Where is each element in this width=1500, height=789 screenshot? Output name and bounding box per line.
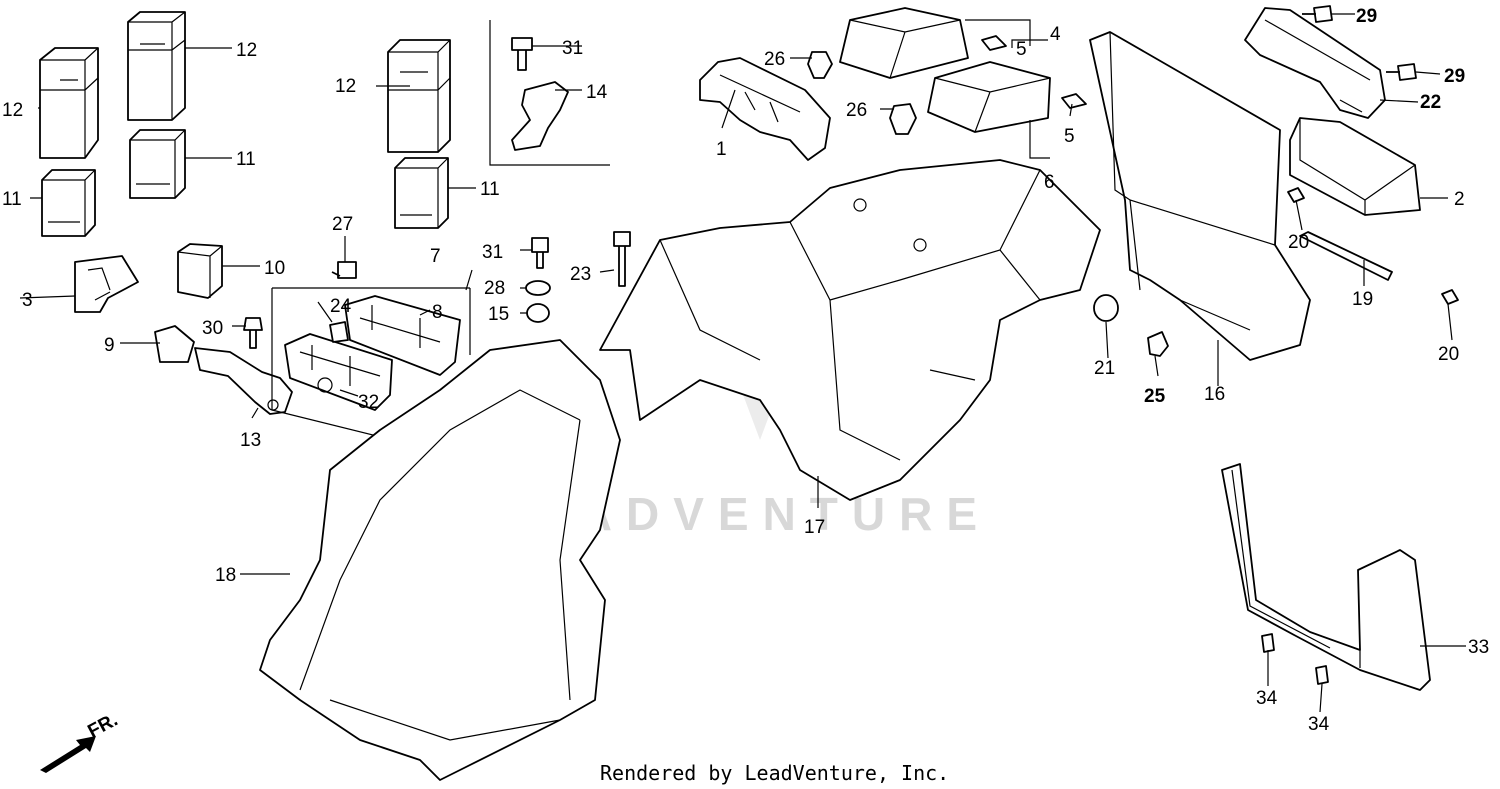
clip-20-lower[interactable] bbox=[1441, 289, 1459, 305]
inner-fender-18[interactable] bbox=[259, 339, 621, 781]
fuse-box-group-7 bbox=[271, 287, 471, 439]
callout-16: 16 bbox=[1204, 384, 1225, 405]
cap-15[interactable] bbox=[526, 303, 550, 323]
callout-1: 1 bbox=[716, 139, 727, 160]
callout-8: 8 bbox=[432, 302, 443, 323]
callout-7: 7 bbox=[430, 246, 441, 267]
bolt-31[interactable] bbox=[531, 237, 549, 269]
leader-lines bbox=[19, 13, 1466, 713]
callout-10: 10 bbox=[264, 258, 285, 279]
connector-9[interactable] bbox=[154, 325, 195, 363]
washer-34-right[interactable] bbox=[1315, 665, 1329, 685]
callout-21: 21 bbox=[1094, 358, 1115, 379]
panel-16[interactable] bbox=[1089, 31, 1311, 361]
callout-11-left: 11 bbox=[2, 189, 22, 210]
callout-29-top: 29 bbox=[1356, 6, 1377, 27]
callout-6: 6 bbox=[1044, 172, 1055, 193]
bolt-29-mid[interactable] bbox=[1386, 63, 1417, 81]
bolt-31-inset[interactable] bbox=[511, 37, 533, 71]
callout-11-right: 11 bbox=[236, 149, 256, 170]
callout-5-lower: 5 bbox=[1064, 126, 1075, 147]
clip-25[interactable] bbox=[1147, 331, 1169, 357]
callout-26-upper: 26 bbox=[764, 49, 785, 70]
callout-27: 27 bbox=[332, 214, 353, 235]
callout-11-mid: 11 bbox=[480, 179, 500, 200]
ecu-4[interactable] bbox=[839, 7, 969, 79]
callout-12-mid: 12 bbox=[335, 76, 356, 97]
fuse-block-32[interactable] bbox=[284, 333, 393, 411]
washer-34-left[interactable] bbox=[1261, 633, 1275, 653]
bracket-1[interactable] bbox=[699, 57, 831, 161]
callout-12-left: 12 bbox=[2, 100, 23, 121]
cushion-5-lower[interactable] bbox=[1061, 93, 1087, 109]
callout-5-upper: 5 bbox=[1016, 39, 1027, 60]
clamp-14[interactable] bbox=[511, 81, 569, 151]
ecu-6[interactable] bbox=[927, 61, 1051, 133]
front-direction-arrow: FR. bbox=[40, 710, 121, 773]
callout-34-right: 34 bbox=[1308, 714, 1330, 735]
guard-33[interactable] bbox=[1221, 463, 1431, 691]
bolt-23[interactable] bbox=[613, 231, 631, 287]
relay-12-left[interactable] bbox=[39, 47, 99, 159]
bolt-29-top[interactable] bbox=[1302, 5, 1333, 23]
callout-20-lower: 20 bbox=[1438, 344, 1459, 365]
bolt-30[interactable] bbox=[243, 317, 263, 349]
fuse-box-8[interactable] bbox=[344, 295, 461, 376]
relay-10[interactable] bbox=[177, 243, 223, 299]
callout-25: 25 bbox=[1144, 386, 1166, 407]
tail-housing-2[interactable] bbox=[1289, 117, 1421, 216]
callout-3: 3 bbox=[22, 290, 33, 311]
bolt-27[interactable] bbox=[331, 261, 357, 279]
clip-26-lower[interactable] bbox=[889, 103, 917, 135]
clip-26-upper[interactable] bbox=[807, 51, 833, 79]
callout-23: 23 bbox=[570, 264, 591, 285]
screw-24[interactable] bbox=[329, 321, 349, 343]
callout-13: 13 bbox=[240, 430, 261, 451]
callout-31-inset: 31 bbox=[562, 38, 583, 59]
callout-2: 2 bbox=[1454, 189, 1465, 210]
bracket-22[interactable] bbox=[1244, 7, 1386, 119]
callout-18: 18 bbox=[215, 565, 236, 586]
callout-26-lower: 26 bbox=[846, 100, 867, 121]
callout-12-top: 12 bbox=[236, 40, 257, 61]
relay-11-small-left[interactable] bbox=[41, 169, 96, 237]
callout-14: 14 bbox=[586, 82, 608, 103]
callout-33: 33 bbox=[1468, 637, 1489, 658]
bracket-3[interactable] bbox=[74, 255, 139, 313]
callout-labels: 12 12 12 11 11 11 3 10 9 30 27 7 8 24 32… bbox=[2, 6, 1489, 735]
rear-fender-17[interactable] bbox=[599, 159, 1101, 501]
callout-30: 30 bbox=[202, 318, 223, 339]
cushion-5-upper[interactable] bbox=[981, 35, 1007, 51]
callout-34-left: 34 bbox=[1256, 688, 1278, 709]
cap-21[interactable] bbox=[1093, 294, 1119, 322]
footer-credit: Rendered by LeadVenture, Inc. bbox=[600, 761, 949, 785]
callout-17: 17 bbox=[804, 517, 825, 538]
callout-31: 31 bbox=[482, 242, 503, 263]
callout-20-upper: 20 bbox=[1288, 232, 1309, 253]
callout-29-mid: 29 bbox=[1444, 66, 1465, 87]
inset-box bbox=[489, 20, 610, 166]
relay-12-mid[interactable] bbox=[387, 39, 451, 153]
strip-19[interactable] bbox=[1299, 231, 1393, 281]
callout-9: 9 bbox=[104, 335, 115, 356]
relay-11-mid[interactable] bbox=[394, 157, 449, 229]
callout-15: 15 bbox=[488, 304, 509, 325]
callout-24: 24 bbox=[330, 296, 352, 317]
callout-4: 4 bbox=[1050, 24, 1061, 45]
relay-12-top[interactable] bbox=[127, 11, 186, 121]
clip-20-upper[interactable] bbox=[1287, 187, 1305, 203]
bracket-13[interactable] bbox=[194, 347, 293, 415]
callout-32: 32 bbox=[358, 392, 379, 413]
grommet-28[interactable] bbox=[525, 280, 551, 296]
callout-22: 22 bbox=[1420, 92, 1441, 113]
callout-19: 19 bbox=[1352, 289, 1373, 310]
callout-28: 28 bbox=[484, 278, 505, 299]
relay-11-small-right[interactable] bbox=[129, 129, 186, 199]
